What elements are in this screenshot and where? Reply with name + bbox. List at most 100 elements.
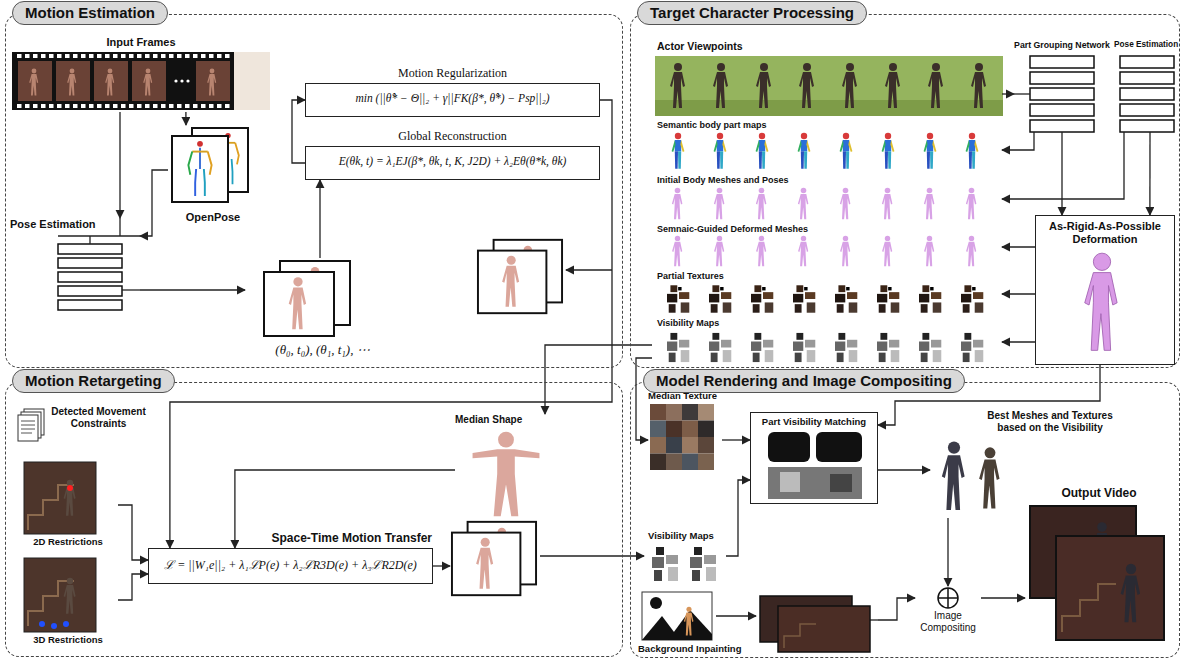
network-stack <box>1030 72 1094 84</box>
text-holder: Partial Textures <box>657 271 907 282</box>
image-group: Input Frames <box>12 36 270 112</box>
network-block: Part Grouping Network <box>1014 40 1110 142</box>
partial-textures <box>877 285 899 312</box>
film-strip <box>174 79 177 82</box>
actor-viewpoints <box>971 63 986 108</box>
label: Motion Regularization <box>306 66 599 80</box>
output-frames <box>1056 536 1164 640</box>
body-meshes <box>672 236 682 267</box>
network-stack <box>58 258 122 268</box>
leader-line <box>119 218 120 236</box>
output-frames <box>1121 564 1141 623</box>
openpose-images <box>172 136 228 202</box>
flow-arrow <box>878 598 915 620</box>
text-holder: Detected Movement Constraints <box>48 406 149 430</box>
text-holder: 3D Restrictions <box>18 634 118 645</box>
label: Background Inpainting <box>638 643 768 654</box>
restriction-images <box>63 621 69 627</box>
flow-arrow <box>722 439 750 440</box>
openpose-images <box>172 128 248 202</box>
compositing-symbol <box>938 588 958 608</box>
image-group: Visibility Maps <box>648 530 726 586</box>
flow-arrow <box>140 170 168 236</box>
film-strip <box>12 52 234 110</box>
text-holder: (θ₀, t₀), (θ₁, t₁), ⋯ <box>245 342 400 358</box>
visibility-maps <box>709 333 731 362</box>
arap-mesh <box>1085 253 1117 350</box>
text-holder: Visibility Maps <box>648 530 726 541</box>
visibility-maps <box>667 333 689 362</box>
median-texture <box>698 404 714 421</box>
semantic-maps <box>924 133 937 169</box>
film-strip <box>12 52 270 110</box>
section-title: Target Character Processing <box>637 1 867 25</box>
image-row: Actor Viewpoints <box>652 40 1002 118</box>
film-strip <box>186 79 189 82</box>
image-group: Median Texture <box>648 390 722 470</box>
median-texture <box>650 421 666 438</box>
body-meshes <box>840 236 850 267</box>
section-title: Motion Retargeting <box>12 369 175 393</box>
text-holder: Motion Retargeting <box>12 369 175 393</box>
text-holder: Motion Estimation <box>12 1 168 25</box>
body-meshes <box>672 188 683 220</box>
formula: min (||θ̂* − Θ||₂ + γ||FK(β*, θ̂*) − Psp… <box>308 92 597 106</box>
film-strip <box>143 69 152 96</box>
network-stack <box>58 300 122 310</box>
formula-box: Global ReconstructionE(θk, t) = λ₁EJ(β*,… <box>305 146 600 180</box>
partial-textures <box>667 285 983 312</box>
network-stack <box>1030 56 1094 68</box>
actor-viewpoints <box>670 63 685 108</box>
restriction-images <box>18 415 38 441</box>
median-texture <box>682 437 698 454</box>
text-holder: Pose Estimation <box>1114 40 1178 50</box>
section-title: Motion Estimation <box>12 1 168 25</box>
body-meshes <box>798 236 808 267</box>
network-stack <box>1030 88 1094 100</box>
flow-arrow <box>118 574 148 600</box>
restriction-images <box>64 480 76 516</box>
actor-viewpoints <box>655 56 1003 116</box>
restriction-images <box>21 421 35 422</box>
flow-arrow <box>1002 93 1014 94</box>
text-holder: Visibility Maps <box>657 318 907 329</box>
formula: (θ₀, t₀), (θ₁, t₁), ⋯ <box>245 342 400 358</box>
flow-arrow <box>1002 341 1035 342</box>
leader-line <box>433 565 450 566</box>
actor-viewpoints <box>928 63 943 108</box>
best-meshes <box>942 442 965 510</box>
image-group: OpenPose <box>168 125 258 225</box>
text-holder: Best Meshes and Textures based on the Vi… <box>975 410 1125 434</box>
film-strip <box>132 61 166 101</box>
restriction-images <box>21 433 32 434</box>
actor-viewpoints <box>885 63 900 108</box>
leader-line <box>870 619 878 620</box>
film-strip <box>56 61 90 101</box>
body-meshes <box>924 188 935 220</box>
label: OpenPose <box>168 211 258 224</box>
image-group: Output Video <box>1025 486 1173 644</box>
network-stack <box>1120 104 1174 116</box>
visibility-maps <box>877 333 899 362</box>
film-strip <box>207 69 216 96</box>
flow-arrow <box>292 100 305 163</box>
restriction-images <box>39 621 45 627</box>
flow-arrow <box>140 289 245 290</box>
median-texture <box>698 454 714 471</box>
semantic-maps <box>714 133 727 169</box>
flow-arrow <box>878 469 930 470</box>
semantic-maps <box>882 133 895 169</box>
background-inpainting <box>684 607 694 636</box>
semantic-maps <box>840 133 853 169</box>
text-holder: Background Inpainting <box>638 643 768 654</box>
network-stack <box>1030 104 1094 116</box>
median-texture <box>698 437 714 454</box>
label: Semantic body part maps <box>657 120 907 131</box>
visibility-matching-map <box>768 467 862 499</box>
label: Partial Textures <box>657 271 907 282</box>
body-meshes <box>882 236 892 267</box>
label: As-Rigid-As-Possible Deformation <box>1040 220 1170 246</box>
best-meshes <box>942 442 1000 510</box>
network-block: Pose Estimation <box>1114 40 1178 142</box>
flow-arrow <box>185 112 186 125</box>
